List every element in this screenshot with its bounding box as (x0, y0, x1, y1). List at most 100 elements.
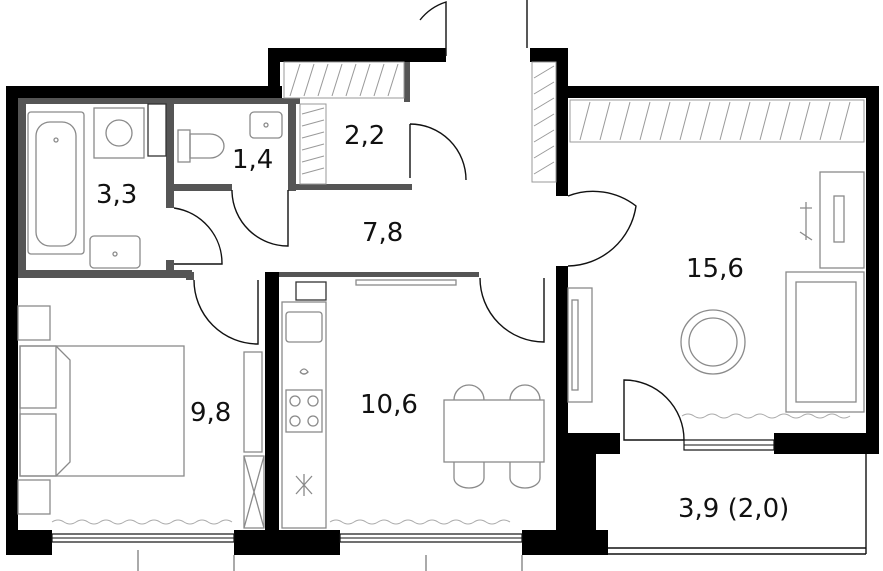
pillow-top (19, 345, 57, 409)
toilet-tank (177, 129, 191, 163)
wall-bottom-2 (234, 530, 340, 555)
hallway-area: 7,8 (362, 218, 403, 248)
burner-1 (289, 395, 301, 407)
shaft (147, 103, 167, 157)
wall-top-left (6, 86, 282, 98)
doors (173, 0, 685, 441)
bathroom-sink (89, 235, 141, 269)
kitchen-tap (299, 368, 309, 375)
bedroom-radiator (51, 519, 233, 525)
entry-door-left (419, 1, 447, 56)
kitchen-hood (355, 279, 457, 286)
kitchen-shaft (295, 281, 327, 301)
storage-hatching (283, 61, 865, 185)
closet-bottom-partition (296, 184, 412, 190)
wall-living-left-upper (556, 48, 568, 196)
closet-area: 2,2 (344, 121, 385, 151)
burner-4 (307, 415, 319, 427)
bedroom-window-sill (243, 351, 263, 453)
kitchen-top-partition (279, 272, 479, 277)
desk-chair (799, 202, 813, 241)
wall-bedroom-kitchen (265, 272, 279, 534)
closet-door (409, 123, 467, 181)
bathroom-bottom-partition (18, 270, 192, 278)
wall-living-bottom-right (774, 433, 879, 454)
partitions (18, 62, 479, 280)
bathroom-fixtures (27, 103, 167, 269)
wall-closet-top (268, 48, 446, 62)
closet-right-partition (404, 62, 410, 102)
bathtub (27, 111, 85, 255)
toilet-sink-drain (263, 122, 269, 128)
bedroom-door-jamb (186, 272, 194, 280)
wall-left (6, 86, 18, 534)
kitchen-area: 10,6 (360, 390, 418, 420)
round-coffee-table (680, 309, 746, 375)
living-room-area: 15,6 (686, 254, 744, 284)
chairs-top (453, 384, 541, 401)
kitchen-furniture (281, 279, 545, 529)
windows (51, 439, 775, 571)
bathroom-door-stop (166, 260, 174, 278)
bathroom-sink-drain (112, 251, 118, 257)
wall-bottom-3 (522, 530, 608, 555)
wardrobe (243, 455, 265, 529)
toilet-sink (249, 111, 283, 139)
bathtub-inner (35, 121, 77, 247)
washing-machine-drum (105, 119, 133, 147)
kitchen-radiator (329, 519, 511, 525)
bathroom-area: 3,3 (96, 180, 137, 210)
balcony (608, 454, 867, 555)
washing-machine (93, 107, 145, 159)
burner-2 (307, 395, 319, 407)
outer-walls (6, 48, 879, 555)
burner-3 (289, 415, 301, 427)
toilet-fixtures (177, 111, 283, 163)
wall-entry-left-jamb (430, 48, 446, 62)
nightstand-top (17, 305, 51, 341)
sofa (785, 271, 865, 413)
wall-living-top (556, 86, 879, 98)
bathtub-drain (53, 137, 59, 143)
balcony-door (623, 379, 685, 441)
toilet-area: 1,4 (232, 145, 273, 175)
living-radiator (681, 413, 851, 419)
wardrobe-diagonal-2 (243, 455, 265, 529)
desk (819, 171, 865, 269)
bedroom-area: 9,8 (190, 398, 231, 428)
bed (19, 345, 185, 477)
tv-stand (567, 287, 593, 403)
kitchen-door (479, 277, 545, 343)
toilet-right-partition (288, 98, 296, 191)
living-door (567, 190, 637, 267)
fridge-snowflake-icon (295, 474, 313, 496)
kitchen-counter (281, 301, 327, 529)
nightstand-bottom (17, 479, 51, 515)
bathroom-top-partition (26, 98, 300, 104)
bathroom-right-partition (166, 98, 174, 208)
living-furniture (567, 171, 865, 419)
bathroom-door (173, 207, 223, 265)
dining-table (443, 399, 545, 463)
round-coffee-table-inner (688, 317, 738, 367)
bedroom-furniture (17, 305, 265, 529)
toilet-bowl (189, 133, 225, 159)
tv (571, 299, 579, 391)
bathroom-left-partition (18, 98, 26, 278)
wall-bottom-1 (6, 530, 52, 555)
bedroom-door (193, 279, 259, 345)
kitchen-sink (285, 311, 323, 343)
stove (285, 389, 323, 433)
sofa-seat (795, 281, 857, 403)
balcony-area: 3,9 (2,0) (678, 494, 789, 524)
blanket-fold (55, 345, 71, 477)
toilet-door (231, 190, 289, 247)
monitor (833, 195, 845, 243)
area-labels: 3,3 1,4 2,2 7,8 15,6 9,8 10,6 3,9 (2,0) (96, 121, 789, 524)
toilet-bottom-left (174, 184, 232, 191)
wall-living-left-lower (556, 266, 568, 446)
chairs-bottom (453, 462, 541, 489)
wall-right (866, 86, 879, 454)
pillow-bottom (19, 413, 57, 477)
